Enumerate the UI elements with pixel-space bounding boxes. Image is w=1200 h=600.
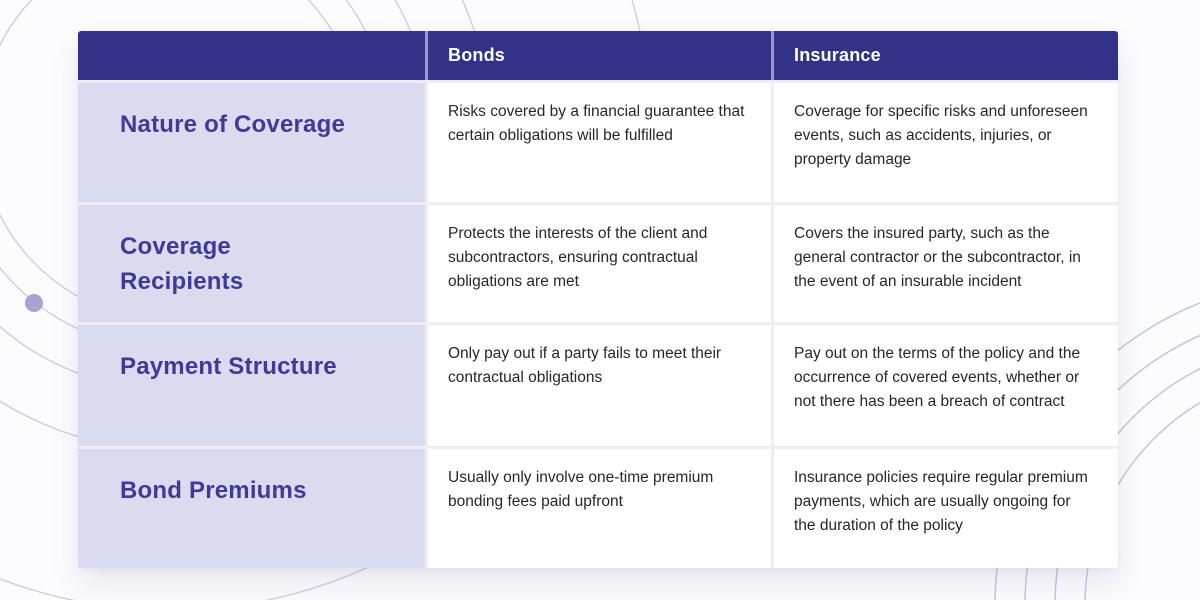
comparison-table: Bonds Insurance Nature of Coverage Risks…	[78, 31, 1118, 568]
bonds-cell-coverage-recipients: Protects the interests of the client and…	[425, 202, 771, 322]
insurance-cell-payment-structure: Pay out on the terms of the policy and t…	[771, 322, 1118, 446]
header-corner-cell	[78, 31, 425, 80]
row-label-bond-premiums: Bond Premiums	[78, 446, 425, 568]
bonds-cell-nature-of-coverage: Risks covered by a financial guarantee t…	[425, 80, 771, 202]
row-label-nature-of-coverage: Nature of Coverage	[78, 80, 425, 202]
header-insurance: Insurance	[771, 31, 1118, 80]
bonds-cell-payment-structure: Only pay out if a party fails to meet th…	[425, 322, 771, 446]
insurance-cell-bond-premiums: Insurance policies require regular premi…	[771, 446, 1118, 568]
row-label-coverage-recipients: Coverage Recipients	[78, 202, 425, 322]
insurance-cell-nature-of-coverage: Coverage for specific risks and unforese…	[771, 80, 1118, 202]
bonds-cell-bond-premiums: Usually only involve one-time premium bo…	[425, 446, 771, 568]
header-bonds: Bonds	[425, 31, 771, 80]
row-label-payment-structure: Payment Structure	[78, 322, 425, 446]
insurance-cell-coverage-recipients: Covers the insured party, such as the ge…	[771, 202, 1118, 322]
accent-dot	[25, 294, 43, 312]
